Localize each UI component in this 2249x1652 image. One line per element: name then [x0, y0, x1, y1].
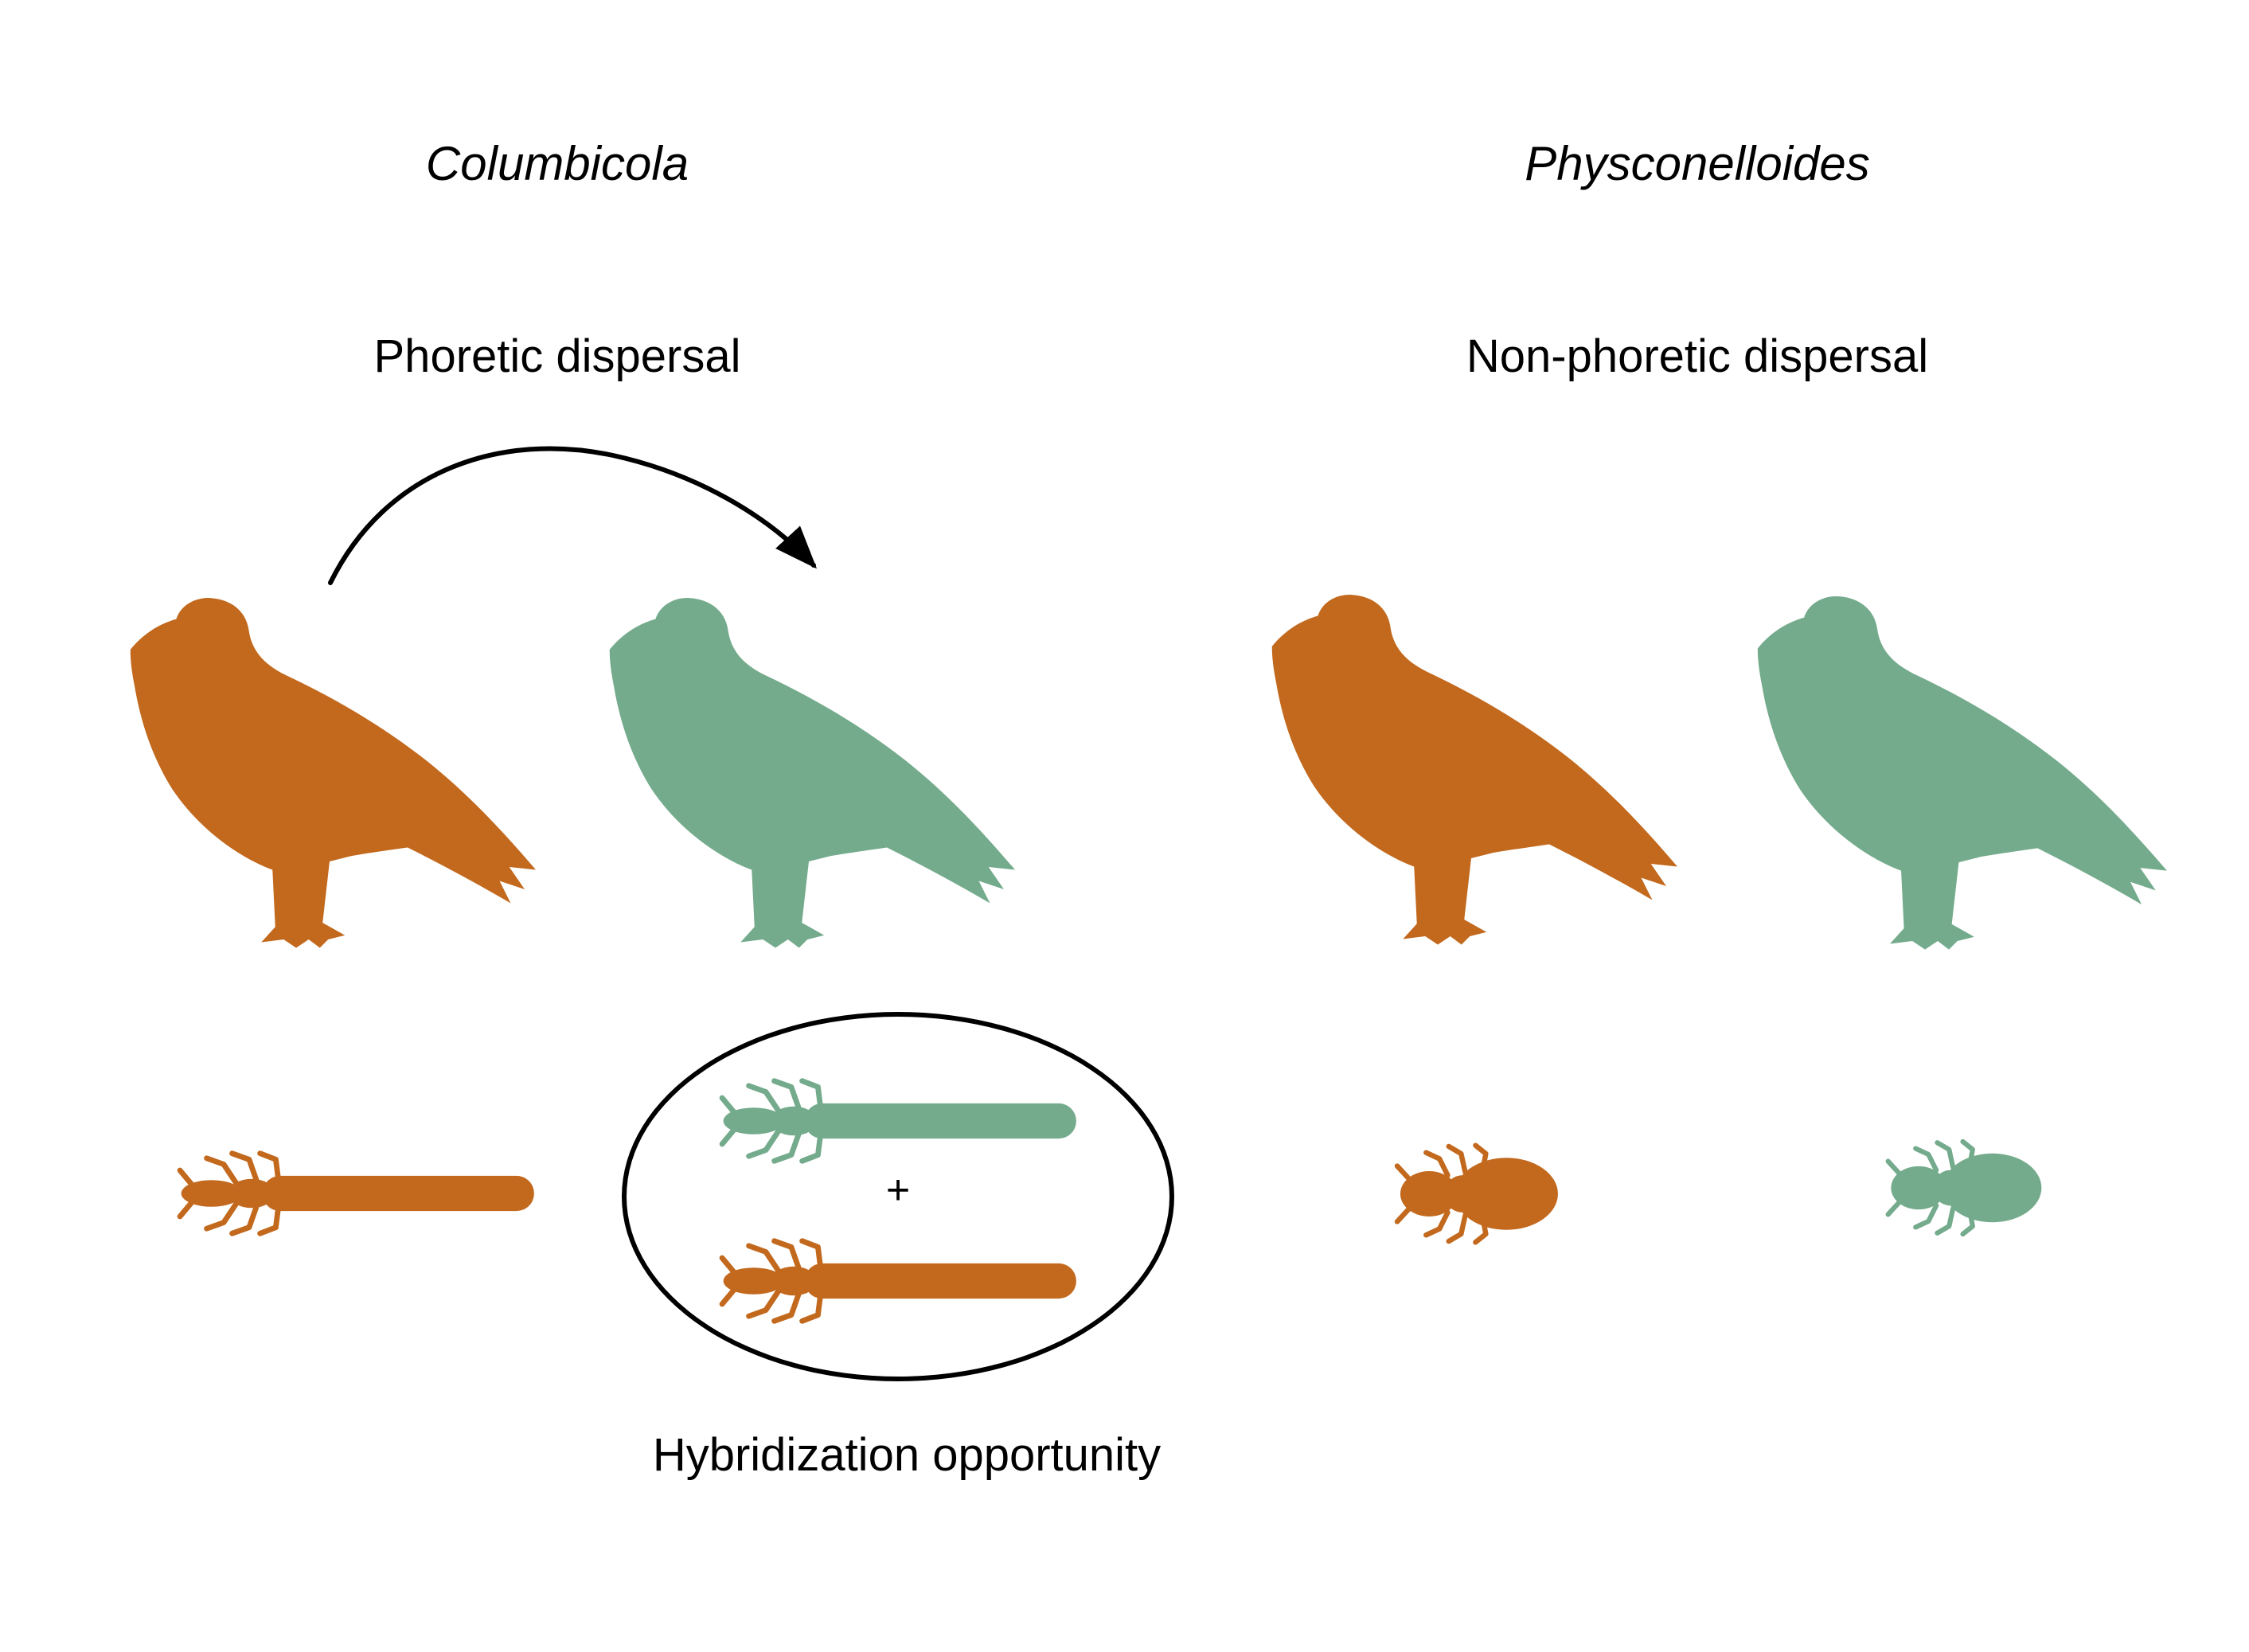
orange-body-louse-icon — [1390, 1137, 1565, 1251]
green-pigeon-icon — [603, 585, 1021, 959]
plus-sign: + — [885, 1167, 911, 1213]
phoretic-dispersal-label: Phoretic dispersal — [373, 330, 741, 382]
green-pigeon-icon — [1751, 585, 2173, 959]
hybridization-ellipse — [622, 1012, 1174, 1381]
orange-wing-louse-icon — [175, 1150, 539, 1237]
green-body-louse-icon — [1881, 1134, 2048, 1242]
left-genus-title: Columbicola — [425, 137, 689, 190]
orange-pigeon-icon — [123, 585, 541, 959]
orange-wing-louse-icon — [717, 1237, 1081, 1325]
non-phoretic-dispersal-label: Non-phoretic dispersal — [1466, 330, 1929, 382]
curved-dispersal-arrow-icon — [328, 446, 818, 585]
right-genus-title: Physconelloides — [1525, 137, 1870, 190]
green-wing-louse-icon — [717, 1077, 1081, 1165]
hybridization-label: Hybridization opportunity — [652, 1429, 1162, 1481]
orange-pigeon-icon — [1265, 582, 1683, 956]
